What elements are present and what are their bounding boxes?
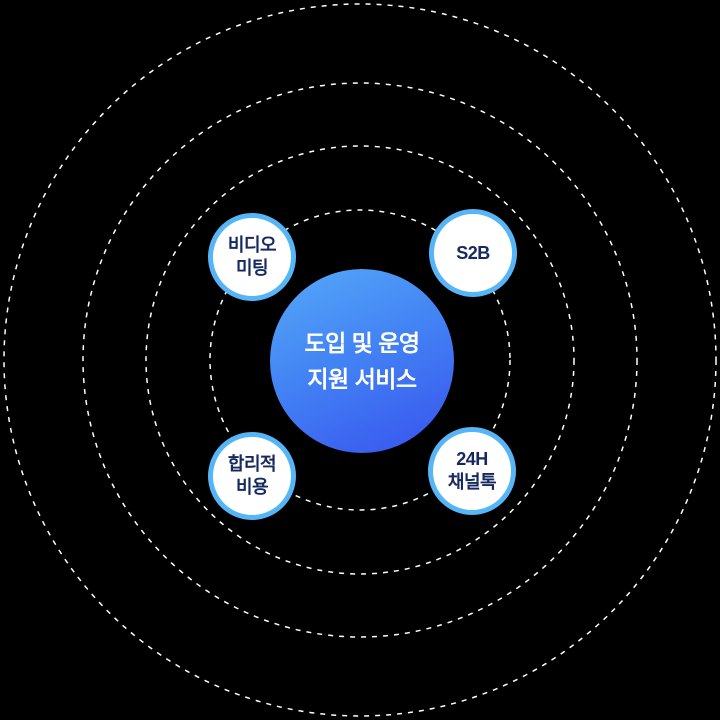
satellite-label-line1: 비디오 [227,235,277,255]
satellite-24h-channel-talk: 24H 채널톡 [428,427,516,515]
satellite-label-line2: 채널톡 [447,472,497,492]
dashed-ring-third [82,82,638,638]
satellite-s2b: S2B [429,209,517,297]
satellite-label-line1: 합리적 [227,454,277,474]
satellite-rational-cost: 합리적 비용 [208,432,296,520]
satellite-video-meeting: 비디오 미팅 [208,213,296,301]
center-node-label-line1: 도입 및 운영 [304,330,420,356]
satellite-label-line1: S2B [456,242,490,263]
satellite-label-line1: 24H [456,449,488,469]
center-node-label-line2: 지원 서비스 [307,366,417,392]
satellite-label-line2: 비용 [235,477,269,497]
dashed-ring-second [145,145,575,575]
dashed-ring-inner [209,209,511,511]
dashed-ring-outer [3,3,717,717]
satellite-label-line2: 미팅 [235,258,269,278]
center-node-support-service: 도입 및 운영 지원 서비스 [270,269,454,453]
